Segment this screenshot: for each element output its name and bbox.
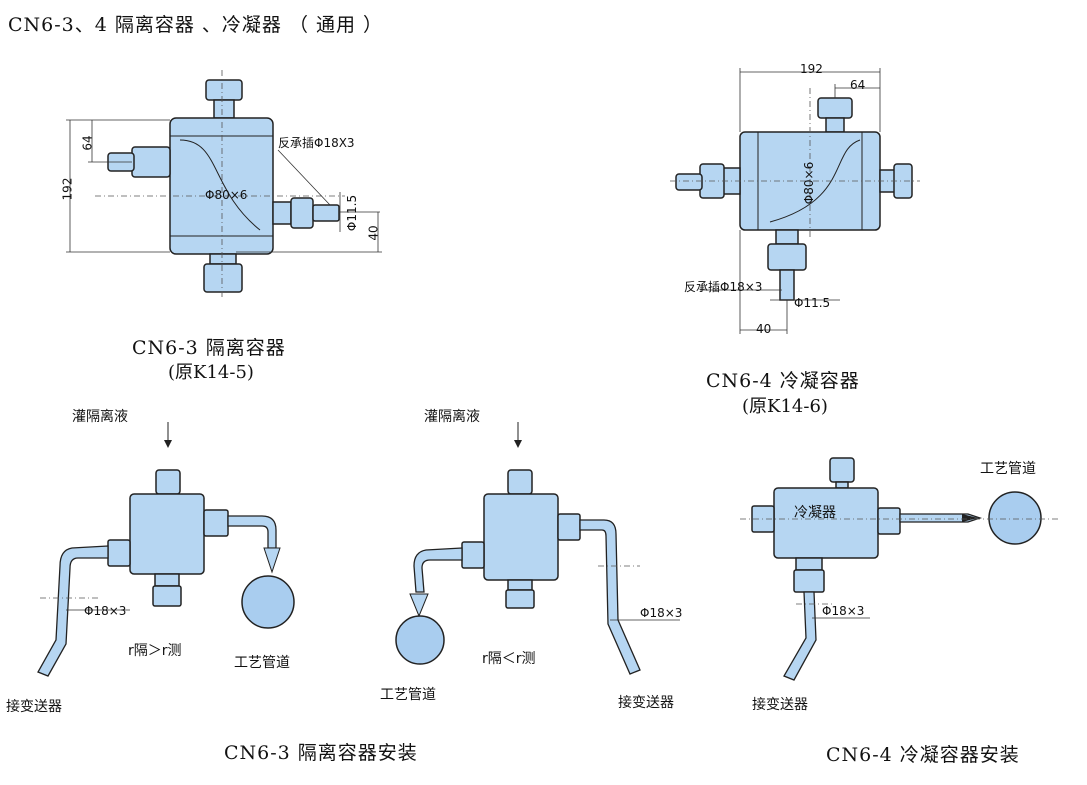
fig3-pipe-label: 工艺管道 [234,655,290,671]
fig2-dim-phi115: Φ11.5 [794,296,831,310]
fig2-caption: CN6-4 冷凝容器 [706,370,860,392]
fig3-transmitter: 接变送器 [6,699,62,715]
fig5-pipe-label: 工艺管道 [980,461,1036,477]
fig5-transmitter: 接变送器 [752,697,808,713]
fig4-pipe-label: 工艺管道 [380,687,436,703]
fig4-ratio: r隔＜r测 [482,651,536,667]
fig5-phi18: Φ18×3 [822,604,865,618]
fig1-socket-note: 反承插Φ18X3 [278,136,355,150]
caption-install-right: CN6-4 冷凝容器安装 [826,744,1020,766]
fig1-caption: CN6-3 隔离容器 [132,337,286,359]
fig1-subcaption: (原K14-5) [168,362,254,383]
fig2-subcaption: (原K14-6) [742,396,828,417]
fig5-body-label: 冷凝器 [794,505,836,521]
fig4-fill-label: 灌隔离液 [424,409,480,425]
fig3-fill-label: 灌隔离液 [72,409,128,425]
fig3-phi18: Φ18×3 [84,604,127,618]
fig2-dim-40: 40 [756,322,772,336]
fig2-dim-192: 192 [800,62,823,76]
page-title: CN6-3、4 隔离容器 、冷凝器 （ 通用 ） [8,14,384,36]
fig2-socket-note: 反承插Φ18×3 [684,280,763,294]
fig2-dim-64: 64 [850,78,866,92]
fig4-transmitter: 接变送器 [618,695,674,711]
fig4-phi18: Φ18×3 [640,606,683,620]
fig3-ratio: r隔＞r测 [128,643,182,659]
caption-install-left: CN6-3 隔离容器安装 [224,742,418,764]
fig1-dim-phi80: Φ80×6 [205,188,248,202]
